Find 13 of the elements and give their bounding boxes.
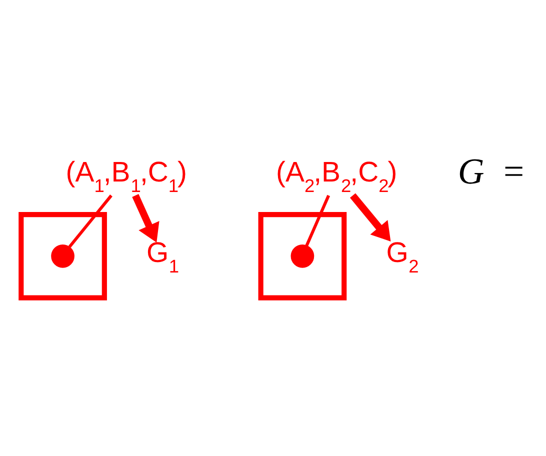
node-text: G$_{1}$ [146, 236, 180, 276]
cluster [18, 212, 107, 300]
connector [68, 194, 112, 248]
arrow [132, 194, 160, 242]
node-circle [51, 244, 74, 268]
node-text: G$_{2}$ [386, 236, 419, 276]
node-text: (A$_{1}$,B$_{1}$,C$_{1}$) [66, 156, 188, 196]
label: G = [458, 150, 524, 191]
arrow [350, 192, 391, 242]
cluster [258, 212, 347, 300]
node-circle [290, 244, 314, 268]
node-text: (A$_{2}$,B$_{2}$,C$_{2}$) [276, 156, 398, 196]
connector [305, 194, 330, 246]
